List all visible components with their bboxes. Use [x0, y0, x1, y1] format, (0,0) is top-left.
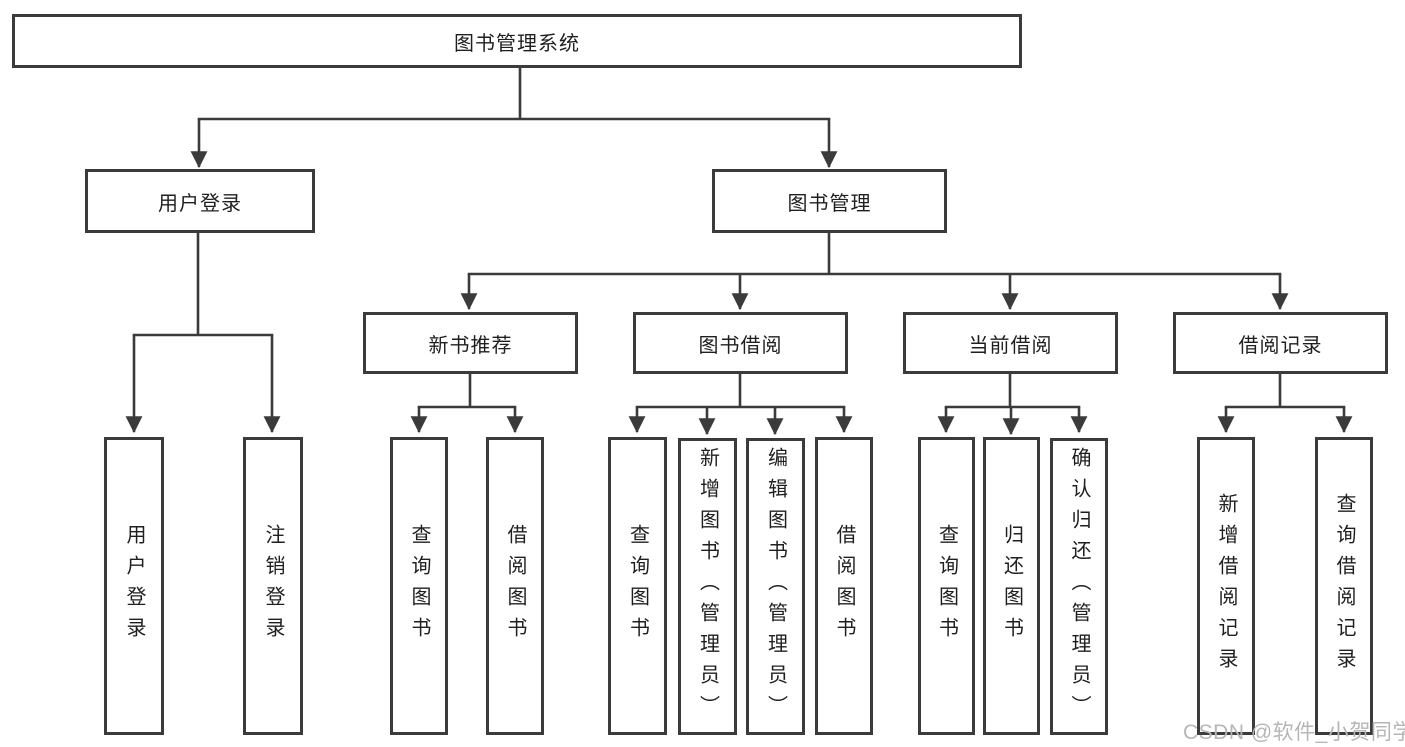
- leaf-borrow-books-1: 借阅图书: [486, 437, 544, 735]
- leaf-label: 查询图书: [935, 524, 958, 648]
- leaf-label: 借阅图书: [833, 524, 855, 648]
- node-library-management-system: 图书管理系统: [12, 14, 1022, 68]
- csdn-watermark: CSDN @软件_小贺同学: [1183, 721, 1405, 744]
- leaf-logout: 注销登录: [243, 437, 303, 735]
- leaf-query-books-3: 查询图书: [918, 437, 975, 735]
- leaf-user-login: 用户登录: [104, 437, 164, 735]
- leaf-query-books-1: 查询图书: [390, 437, 448, 735]
- leaf-confirm-return-admin: 确认归还（管理员）: [1050, 438, 1108, 735]
- leaf-query-borrow-record: 查询借阅记录: [1315, 437, 1373, 735]
- leaf-label: 新增借阅记录: [1215, 493, 1237, 679]
- node-borrowing-records: 借阅记录: [1173, 312, 1388, 374]
- leaf-label: 归还图书: [1000, 524, 1023, 648]
- leaf-label: 确认归还（管理员）: [1068, 447, 1090, 726]
- node-book-borrowing: 图书借阅: [633, 312, 848, 374]
- leaf-label: 查询图书: [626, 524, 649, 648]
- node-new-book-recommendation: 新书推荐: [363, 312, 578, 374]
- leaf-label: 用户登录: [123, 524, 145, 648]
- leaf-label: 查询图书: [408, 524, 430, 648]
- leaf-query-books-2: 查询图书: [608, 437, 667, 735]
- node-current-borrowing: 当前借阅: [903, 312, 1118, 374]
- leaf-add-borrow-record: 新增借阅记录: [1197, 437, 1255, 735]
- leaf-return-books: 归还图书: [983, 437, 1040, 735]
- leaf-label: 注销登录: [262, 524, 284, 648]
- leaf-label: 借阅图书: [504, 524, 526, 648]
- leaf-add-books-admin: 新增图书（管理员）: [678, 438, 737, 735]
- leaf-borrow-books-2: 借阅图书: [815, 437, 873, 735]
- leaf-label: 查询借阅记录: [1333, 493, 1355, 679]
- leaf-edit-books-admin: 编辑图书（管理员）: [746, 438, 805, 735]
- leaf-label: 编辑图书（管理员）: [764, 447, 787, 726]
- node-book-management-branch: 图书管理: [712, 169, 947, 233]
- node-user-login-branch: 用户登录: [85, 169, 315, 233]
- leaf-label: 新增图书（管理员）: [696, 447, 719, 726]
